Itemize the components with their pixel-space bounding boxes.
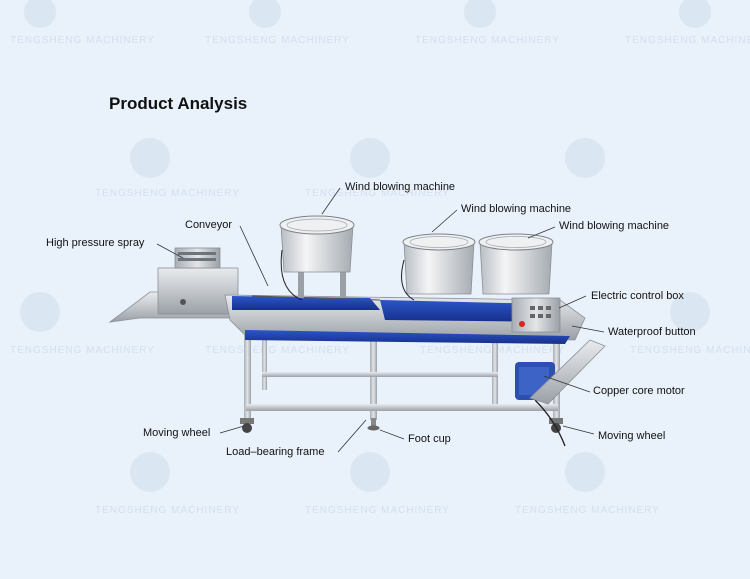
label-wind-blowing-machine-2: Wind blowing machine (461, 203, 572, 215)
cable (401, 259, 415, 301)
watermark-text: TENGSHENG MACHINERY (415, 35, 560, 46)
label-wind-blowing-machine-1: Wind blowing machine (345, 181, 456, 193)
watermark-text: TENGSHENG MACHINERY (420, 345, 565, 356)
label-electric-control-box: Electric control box (591, 290, 684, 302)
watermark-text: TENGSHENG MACHINERY (515, 505, 660, 516)
cable (280, 249, 303, 301)
wind-blowing-drum-1 (279, 215, 355, 298)
label-load-bearing-frame: Load–bearing frame (226, 446, 325, 458)
machine-body (224, 294, 586, 344)
watermark-text: TENGSHENG MACHINERY (305, 188, 450, 199)
watermark-text: TENGSHENG MACHINERY (10, 35, 155, 46)
label-waterproof-button: Waterproof button (608, 326, 696, 338)
watermark-text: TENGSHENG MACHINERY (630, 345, 750, 356)
label-high-pressure-spray: High pressure spray (46, 237, 145, 249)
discharge-chute (529, 339, 606, 405)
page-title: Product Analysis (109, 94, 248, 113)
watermark-logos (20, 0, 711, 492)
watermark-text: TENGSHENG MACHINERY (10, 345, 155, 356)
watermark-text: TENGSHENG MACHINERY (95, 188, 240, 199)
spray-box (157, 247, 239, 315)
wind-blowing-drum-3 (478, 233, 554, 295)
wind-blowing-drum-2 (402, 233, 476, 295)
label-conveyor: Conveyor (185, 219, 233, 231)
load-bearing-frame (244, 330, 560, 420)
leader-lines (156, 187, 605, 453)
watermark-text: TENGSHENG MACHINERY (305, 505, 450, 516)
foot-cup-shape (367, 418, 380, 431)
label-moving-wheel-left: Moving wheel (143, 427, 211, 439)
watermark-text: TENGSHENG MACHINERY (625, 35, 750, 46)
label-copper-core-motor: Copper core motor (593, 385, 685, 397)
label-wind-blowing-machine-3: Wind blowing machine (559, 220, 670, 232)
control-box (511, 297, 561, 333)
watermark-text: TENGSHENG MACHINERY (205, 35, 350, 46)
watermark-text: TENGSHENG MACHINERY (95, 505, 240, 516)
label-foot-cup: Foot cup (408, 433, 451, 445)
moving-wheels (240, 418, 563, 433)
label-moving-wheel-right: Moving wheel (598, 430, 666, 442)
watermark-text: TENGSHENG MACHINERY (205, 345, 350, 356)
